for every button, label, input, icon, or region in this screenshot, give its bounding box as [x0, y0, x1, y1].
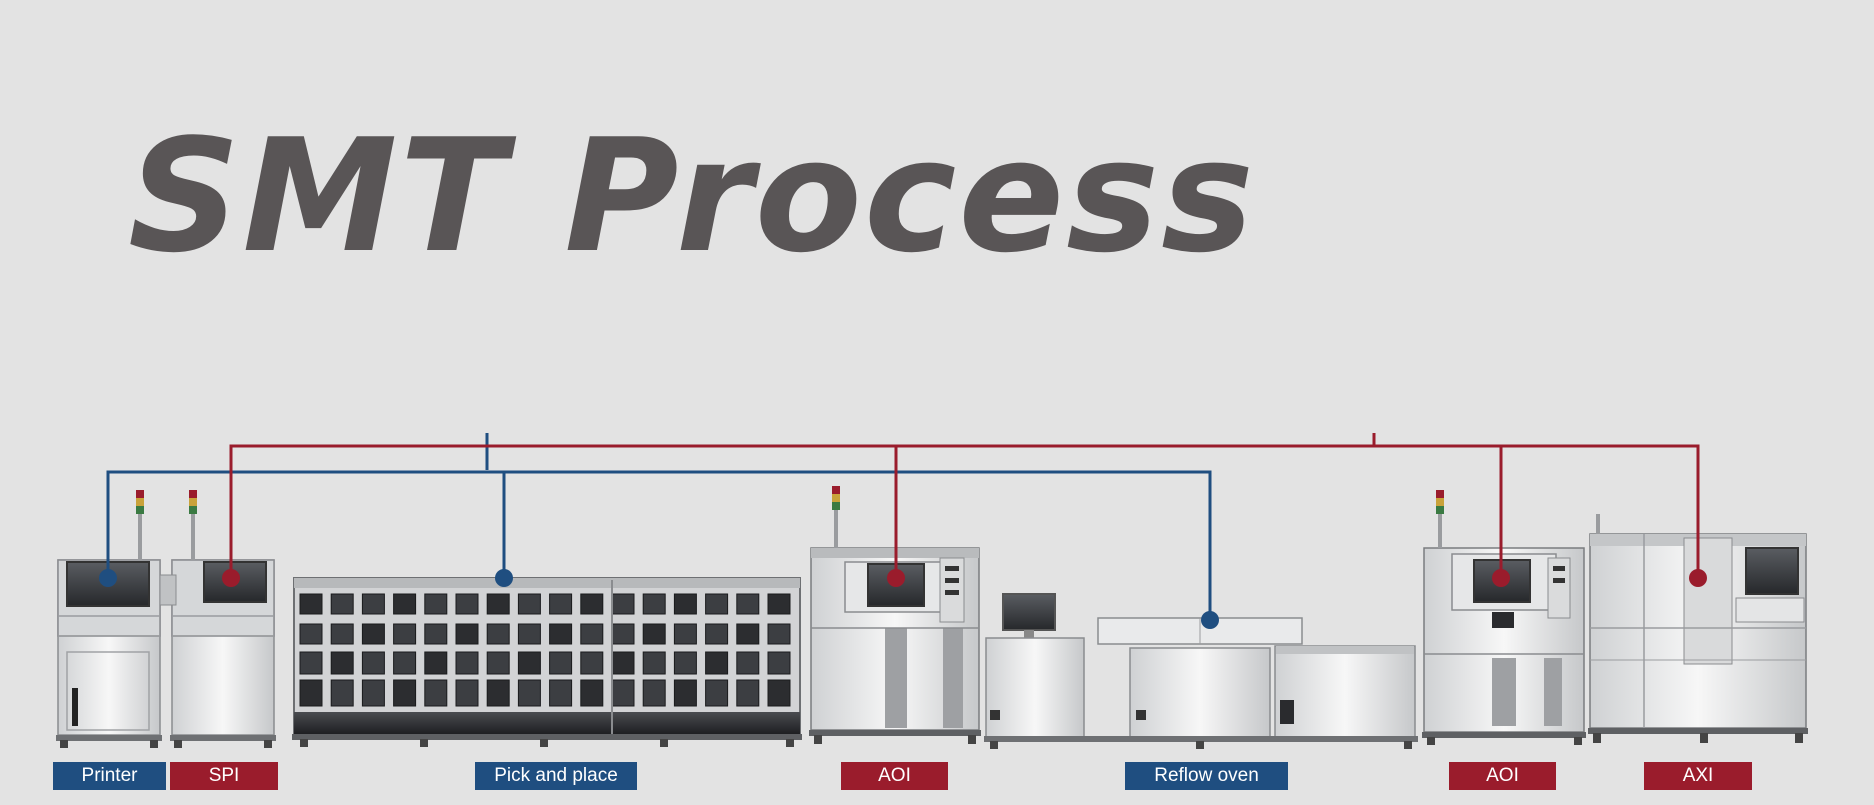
stage-label-aoi-2: AOI [1449, 762, 1556, 790]
feeder-slot [673, 651, 697, 675]
aoi-2-node [1492, 569, 1510, 587]
aoi-1-node [887, 569, 905, 587]
feeder-slot [673, 623, 697, 645]
feeder-slot [455, 651, 479, 675]
feeder-slot [299, 679, 323, 707]
reflow-oven-machine [984, 593, 1418, 749]
feeder-slot [580, 679, 604, 707]
feeder-slot [736, 593, 760, 615]
feeder-slot [361, 623, 385, 645]
feeder-slot [424, 593, 448, 615]
feeder-slot [330, 623, 354, 645]
feeder-slot [705, 623, 729, 645]
feeder-slot [642, 679, 666, 707]
feeder-slot [517, 679, 541, 707]
feeder-slot [393, 593, 417, 615]
feeder-slot [455, 623, 479, 645]
feeder-slot [299, 593, 323, 615]
feeder-slot [673, 593, 697, 615]
feeder-slot [736, 623, 760, 645]
spi-machine [159, 490, 276, 748]
stage-label-printer: Printer [53, 762, 166, 790]
pick-and-place-machine [292, 577, 802, 747]
feeder-slot [642, 623, 666, 645]
feeder-slot [486, 623, 510, 645]
feeder-slot [517, 623, 541, 645]
feeder-slot [361, 651, 385, 675]
feeder-slot [330, 679, 354, 707]
stage-label-aoi-1: AOI [841, 762, 948, 790]
feeder-slot [705, 651, 729, 675]
feeder-slot [580, 593, 604, 615]
feeder-slot [424, 623, 448, 645]
feeder-slot [611, 679, 635, 707]
feeder-slot [330, 593, 354, 615]
feeder-slot [549, 593, 573, 615]
pick-and-place-node [495, 569, 513, 587]
feeder-slot [393, 623, 417, 645]
feeder-slot [767, 593, 791, 615]
blue-connection-network [106, 433, 1212, 620]
feeder-slot [517, 593, 541, 615]
feeder-slot [642, 651, 666, 675]
feeder-slot [361, 593, 385, 615]
reflow-oven-node [1201, 611, 1219, 629]
feeder-slot [393, 651, 417, 675]
feeder-slot [767, 651, 791, 675]
feeder-slot [580, 623, 604, 645]
feeder-slot [736, 651, 760, 675]
feeder-slot [299, 651, 323, 675]
feeder-slot [549, 651, 573, 675]
printer-node [99, 569, 117, 587]
feeder-slot [330, 651, 354, 675]
feeder-slot [611, 651, 635, 675]
feeder-slot [767, 679, 791, 707]
feeder-slot [486, 593, 510, 615]
feeder-slot [424, 679, 448, 707]
feeder-slot [642, 593, 666, 615]
feeder-slot [549, 623, 573, 645]
feeder-slot [517, 651, 541, 675]
feeder-slot [393, 679, 417, 707]
axi-machine [1588, 514, 1808, 743]
spi-node [222, 569, 240, 587]
feeder-slot [299, 623, 323, 645]
aoi-machine-2 [1422, 490, 1586, 745]
axi-node [1689, 569, 1707, 587]
stage-label-reflow-oven: Reflow oven [1125, 762, 1288, 790]
feeder-slot [580, 651, 604, 675]
page-title: SMT Process [128, 105, 1256, 287]
feeder-slot [611, 623, 635, 645]
feeder-slot [767, 623, 791, 645]
feeder-slot [486, 651, 510, 675]
feeder-slot [486, 679, 510, 707]
feeder-slot [424, 651, 448, 675]
stage-label-spi: SPI [170, 762, 278, 790]
stage-label-axi: AXI [1644, 762, 1752, 790]
stage-label-pick-and-place: Pick and place [475, 762, 637, 790]
feeder-slot [705, 679, 729, 707]
feeder-slot [361, 679, 385, 707]
feeder-slot [611, 593, 635, 615]
red-connection-network [229, 433, 1700, 578]
feeder-slot [455, 679, 479, 707]
feeder-slot [736, 679, 760, 707]
feeder-slot [705, 593, 729, 615]
feeder-slot [549, 679, 573, 707]
feeder-slot [455, 593, 479, 615]
feeder-slot [673, 679, 697, 707]
